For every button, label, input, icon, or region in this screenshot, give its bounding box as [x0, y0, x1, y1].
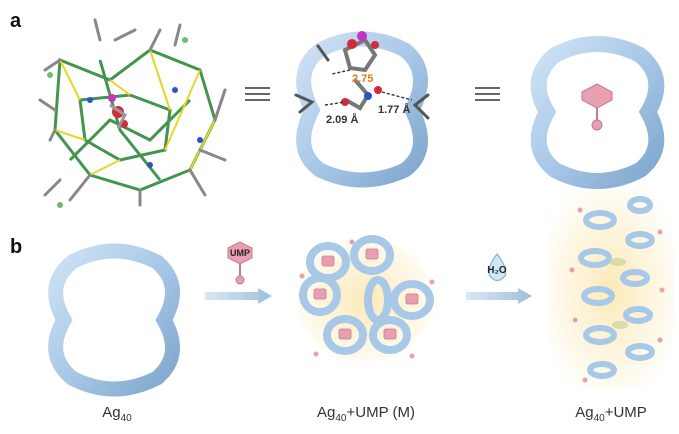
add-ump-arrow: UMP [205, 241, 272, 304]
molecular-structure-image [38, 10, 234, 210]
panel-a: 2.75 2.09 Å 1.77 Å [38, 10, 665, 210]
panel-b: UMP [48, 190, 674, 397]
panel-label-b: b [10, 236, 23, 258]
ag40-ump-aggregate [297, 235, 435, 362]
distance-label-2: 2.09 Å [326, 113, 358, 126]
add-water-arrow: H₂O [466, 253, 532, 304]
water-label: H₂O [487, 265, 507, 276]
ump-molecule [341, 31, 382, 111]
distance-label-1: 2.75 [352, 73, 373, 85]
caption-ag40-ump: Ag40+UMP [575, 404, 647, 424]
equivalent-sign-1 [245, 87, 270, 101]
panel-label-a: a [10, 10, 22, 32]
cage-schematic-with-ump [530, 36, 665, 189]
distance-label-3: 1.77 Å [378, 103, 410, 116]
equivalent-sign-2 [475, 87, 500, 101]
ump-label: UMP [230, 248, 250, 258]
caption-ag40-ump-m: Ag40+UMP (M) [317, 404, 415, 424]
ag40-ump-fiber-assembly [548, 190, 674, 388]
ag40-cage [48, 243, 180, 397]
caption-ag40: Ag40 [102, 404, 132, 424]
cage-binding-detail: 2.75 2.09 Å 1.77 Å [294, 31, 430, 188]
